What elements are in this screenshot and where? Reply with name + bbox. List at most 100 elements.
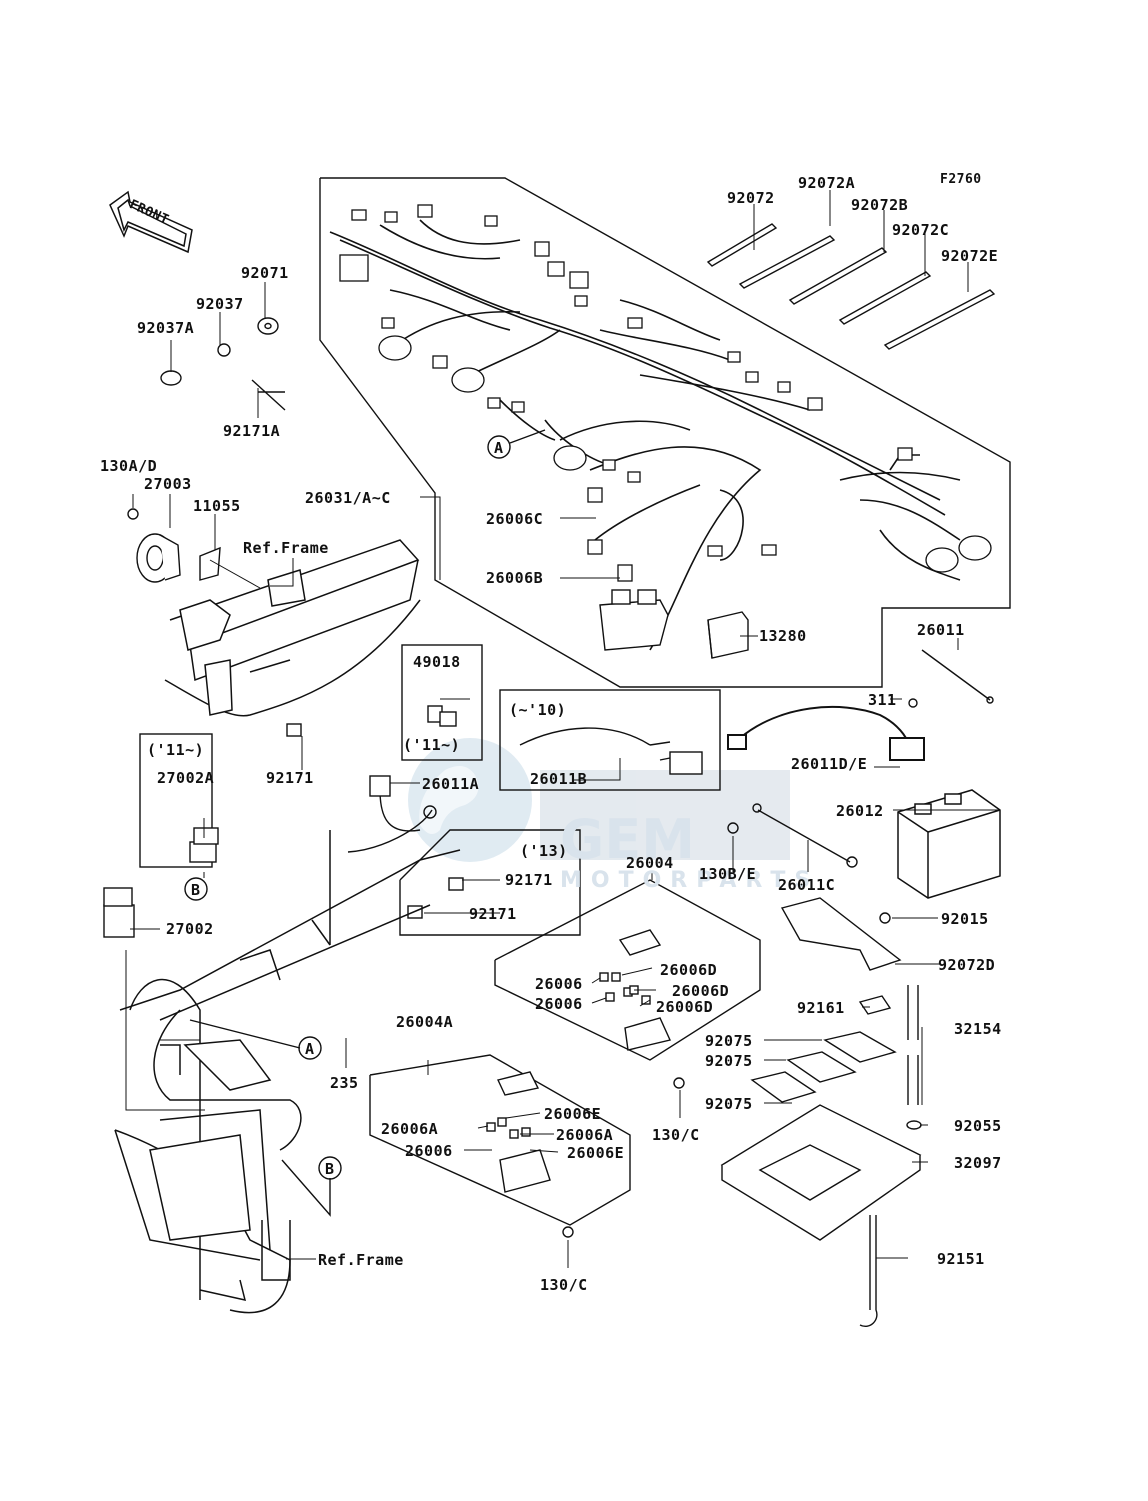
inset-49018: [401, 644, 483, 761]
relay-box-13280: [707, 611, 749, 659]
label-10: (~'10): [509, 701, 567, 719]
harness-26011A: [347, 775, 437, 853]
front-arrow-icon: [109, 190, 193, 254]
label-26006e-b: 26006E: [567, 1144, 625, 1162]
marker-b-lower: [318, 1156, 342, 1180]
label-ref-frame-bottom: Ref.Frame: [318, 1251, 404, 1269]
label-130b-e: 130B/E: [699, 865, 757, 883]
battery-tray-32097: [720, 1104, 922, 1241]
label-130a-d: 130A/D: [100, 457, 158, 475]
label-ref-frame-top: Ref.Frame: [243, 539, 329, 557]
label-92072: 92072: [727, 189, 775, 207]
inset-26004A: [369, 1054, 631, 1226]
tube-32154: [907, 985, 919, 1105]
harness-connectors: [339, 204, 992, 582]
label-26006-a: 26006: [535, 975, 583, 993]
label-26011a: 26011A: [422, 775, 480, 793]
label-26011d-e: 26011D/E: [791, 755, 868, 773]
label-92171a: 92171A: [223, 422, 281, 440]
label-92161: 92161: [797, 999, 845, 1017]
label-26006a-b: 26006A: [556, 1126, 614, 1144]
frame-lower: [114, 830, 461, 1314]
relay-27002A: [189, 827, 219, 863]
label-26004: 26004: [626, 854, 674, 872]
bolt-92151: [859, 1215, 878, 1327]
relay-49018: [427, 705, 457, 727]
label-32097: 32097: [954, 1154, 1002, 1172]
label-marker-b-lower: B: [325, 1160, 335, 1178]
marker-a-harness: [487, 435, 511, 459]
label-92075-c: 92075: [705, 1095, 753, 1113]
fuse-box-26004A: [486, 1071, 551, 1193]
bracket-11055: [199, 546, 221, 581]
battery-pads-92075: [750, 1031, 897, 1103]
label-311: 311: [868, 691, 897, 709]
inset-13: [399, 829, 581, 936]
label-92151: 92151: [937, 1250, 985, 1268]
label-130-c-upper: 130/C: [652, 1126, 700, 1144]
label-92171-13b: 92171: [469, 905, 517, 923]
watermark-brand: GEM: [560, 808, 695, 871]
bolt-130B-E: [727, 822, 739, 834]
label-92171: 92171: [266, 769, 314, 787]
label-92015: 92015: [941, 910, 989, 928]
label-27003: 27003: [144, 475, 192, 493]
label-marker-a-lower: A: [305, 1040, 315, 1058]
inset-26011B: [499, 689, 721, 791]
bolt-130-c-lower: [562, 1226, 574, 1238]
battery-26012: [897, 789, 1001, 899]
clamp-92037: [217, 343, 231, 357]
battery-rubber-92161: [858, 995, 892, 1015]
main-harness: [329, 219, 961, 651]
marker-a-harness-line: [509, 429, 546, 444]
nut-311: [908, 698, 918, 708]
clamp-92171-13a: [448, 877, 464, 891]
label-11055: 11055: [193, 497, 241, 515]
label-130-c-lower: 130/C: [540, 1276, 588, 1294]
label-26011: 26011: [917, 621, 965, 639]
bolt-130A-D: [127, 508, 139, 520]
label-92072c: 92072C: [892, 221, 950, 239]
label-27002: 27002: [166, 920, 214, 938]
cable-26011C: [752, 803, 858, 868]
watermark-logo: [408, 738, 790, 862]
label-26031-a-c: 26031/A~C: [305, 489, 391, 507]
watermark-sub: MOTORPARTS: [560, 868, 820, 893]
clamp-92171: [286, 723, 302, 737]
horn-27003: [136, 533, 181, 583]
marker-a-lower: [298, 1036, 322, 1060]
battery-holder: [780, 897, 902, 971]
harness-group-outline: [319, 177, 1011, 688]
label-marker-b-top: B: [191, 881, 201, 899]
cable-26011: [921, 649, 994, 704]
frame-leader-b-line: [281, 1159, 331, 1217]
label-26006d-c: 26006D: [656, 998, 714, 1016]
label-27002a: 27002A: [157, 769, 215, 787]
bolt-130-c-upper: [673, 1077, 685, 1089]
label-13: ('13): [520, 842, 568, 860]
label-92075-a: 92075: [705, 1032, 753, 1050]
label-92037a: 92037A: [137, 319, 195, 337]
grommet-92071: [257, 317, 279, 335]
inset-26004: [494, 879, 761, 1061]
label-49018: 49018: [413, 653, 461, 671]
label-26011b: 26011B: [530, 770, 588, 788]
label-92075-b: 92075: [705, 1052, 753, 1070]
frame-upper: [164, 539, 421, 717]
fuse-box-26004: [599, 929, 671, 1051]
label-11-49018: ('11~): [403, 736, 461, 754]
cable-ties: [706, 223, 996, 350]
starter-relay: [599, 589, 669, 651]
washer-92055: [906, 1120, 922, 1130]
label-26006d-b: 26006D: [672, 982, 730, 1000]
label-92071: 92071: [241, 264, 289, 282]
inset-27002A: [139, 733, 213, 868]
label-26011c: 26011C: [778, 876, 836, 894]
label-26006e-a: 26006E: [544, 1105, 602, 1123]
marker-b-top: [184, 877, 208, 901]
label-26004a: 26004A: [396, 1013, 454, 1031]
label-26006d-a: 26006D: [660, 961, 718, 979]
nut-92015: [879, 912, 891, 924]
